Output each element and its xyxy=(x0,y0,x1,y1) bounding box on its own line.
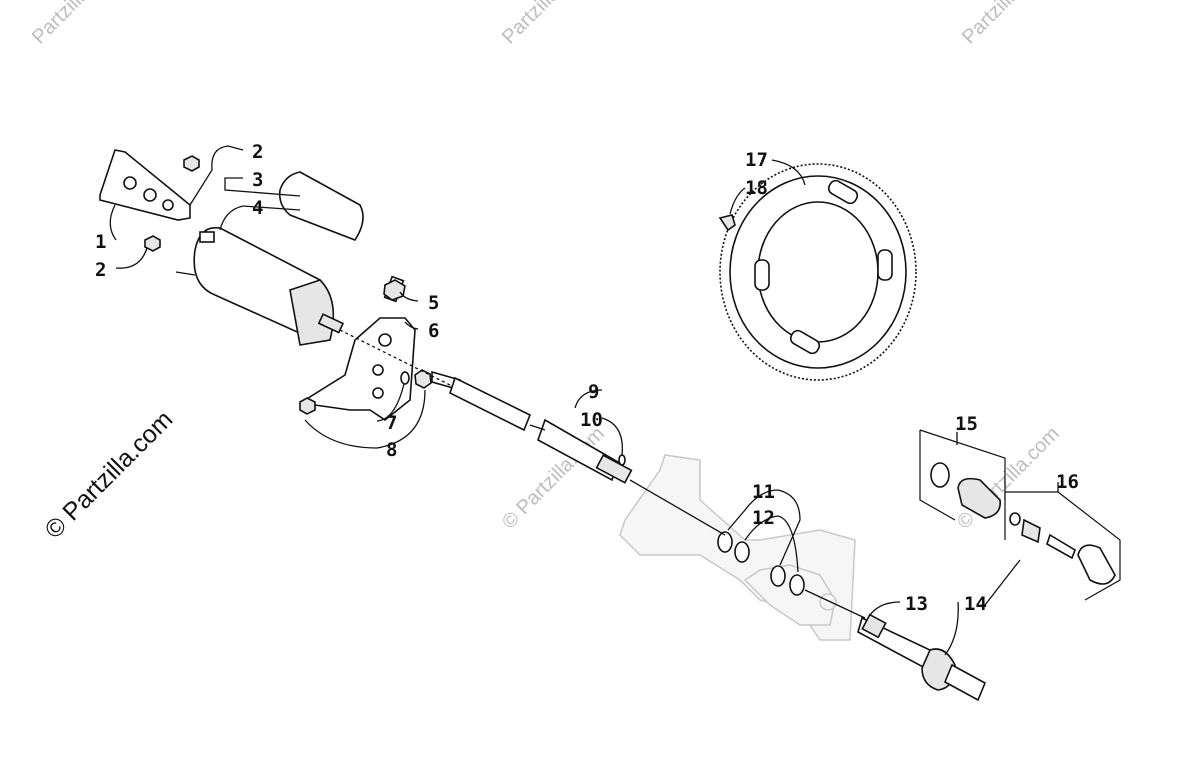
part-5-bolt xyxy=(383,275,406,303)
part-2-nut-bottom xyxy=(144,235,161,252)
callout-11: 11 xyxy=(752,481,775,503)
callout-17: 17 xyxy=(745,149,768,171)
watermark-side: © Partzilla.com xyxy=(39,405,178,544)
part-15-clutch xyxy=(930,462,1002,519)
callouts: 2 3 4 1 2 5 6 7 8 9 10 11 12 13 14 15 16… xyxy=(95,141,1079,615)
callout-4: 4 xyxy=(252,197,263,219)
callout-14: 14 xyxy=(964,593,987,615)
part-7-washer xyxy=(400,371,410,385)
part-2-nut-top xyxy=(183,155,200,172)
watermark-top-center: Partzilla xyxy=(498,0,564,49)
part-12-ring-a xyxy=(734,541,750,563)
part-14-pinion xyxy=(921,648,987,702)
callout-9: 9 xyxy=(588,381,599,403)
part-16-spring-assembly xyxy=(1009,512,1116,585)
part-8-nut-left xyxy=(299,397,316,415)
part-6-mount-plate xyxy=(303,317,416,421)
watermark-top-left: Partzilla xyxy=(28,0,94,49)
part-10-pin xyxy=(618,454,626,466)
part-17-ring-gear xyxy=(719,163,917,381)
callout-7: 7 xyxy=(386,412,397,434)
callout-15: 15 xyxy=(955,413,978,435)
callout-8: 8 xyxy=(386,439,397,461)
callout-1: 1 xyxy=(95,231,106,253)
callout-13: 13 xyxy=(905,593,928,615)
part-13-drive-shaft xyxy=(857,613,931,670)
part-3-cover xyxy=(278,171,364,241)
part-4-starter-motor xyxy=(175,226,345,346)
part-1-bracket xyxy=(99,149,191,221)
part-9-shaft xyxy=(431,370,633,484)
part-8-nut-right xyxy=(414,369,432,389)
part-12-ring-b xyxy=(789,574,805,596)
part-11-ring-b xyxy=(770,565,786,587)
callout-18: 18 xyxy=(745,177,768,199)
callout-6: 6 xyxy=(428,320,439,342)
part-11-ring-a xyxy=(717,531,733,553)
callout-2-bottom: 2 xyxy=(95,259,106,281)
callout-16: 16 xyxy=(1056,471,1079,493)
callout-12: 12 xyxy=(752,507,775,529)
callout-10: 10 xyxy=(580,409,603,431)
watermark-top-right: Partzilla xyxy=(958,0,1024,49)
callout-2-top: 2 xyxy=(252,141,263,163)
callout-3: 3 xyxy=(252,169,263,191)
part-18-screw xyxy=(718,214,736,232)
leader-lines xyxy=(109,145,1121,656)
callout-5: 5 xyxy=(428,292,439,314)
